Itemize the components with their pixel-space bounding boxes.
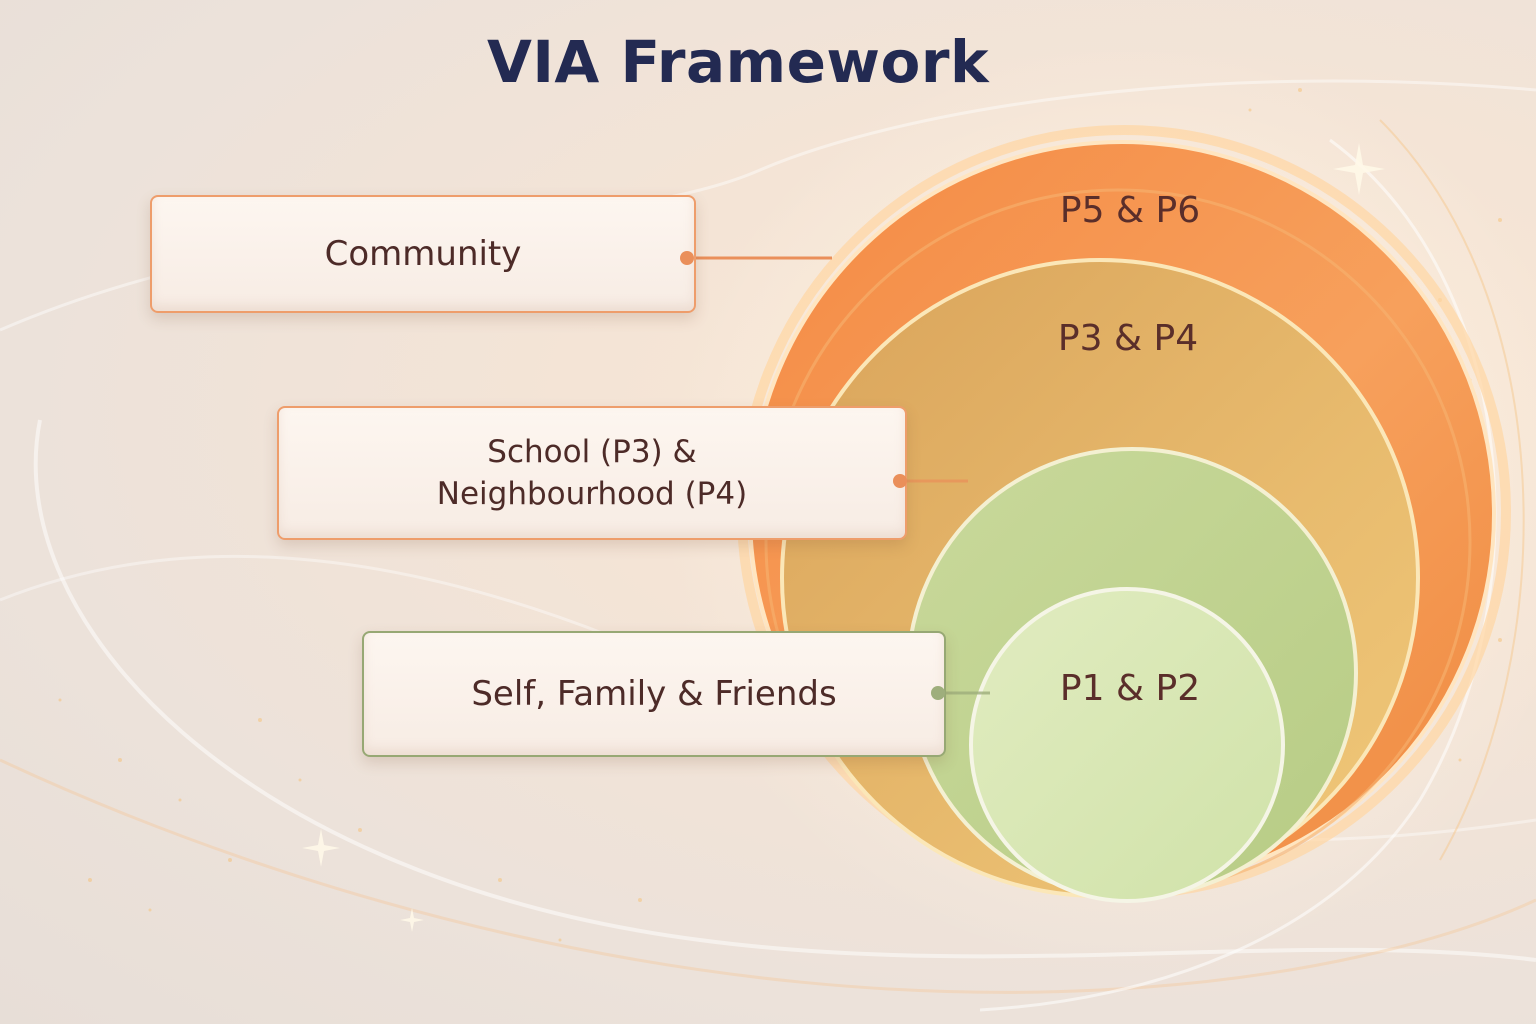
label-self-family-friends: Self, Family & Friends bbox=[471, 674, 837, 714]
sparkle-icon bbox=[302, 143, 1385, 932]
label-community: Community bbox=[324, 234, 522, 274]
label-neighbourhood: Neighbourhood (P4) bbox=[436, 476, 748, 512]
ring-label-p1-p2: P1 & P2 bbox=[1059, 668, 1201, 709]
ring-label-p3-p4: P3 & P4 bbox=[1057, 318, 1199, 359]
page-title: VIA Framework bbox=[486, 28, 990, 96]
connector-dot-community bbox=[680, 251, 694, 265]
label-box-school-neighbourhood: School (P3) & Neighbourhood (P4) bbox=[277, 406, 907, 540]
connector-dot-school bbox=[893, 474, 907, 488]
label-school: School (P3) & bbox=[487, 434, 697, 470]
ring-core bbox=[969, 587, 1285, 903]
connector-dot-self bbox=[931, 686, 945, 700]
label-box-community: Community bbox=[150, 195, 696, 313]
label-box-self-family-friends: Self, Family & Friends bbox=[362, 631, 946, 757]
ring-label-p5-p6: P5 & P6 bbox=[1059, 190, 1201, 231]
